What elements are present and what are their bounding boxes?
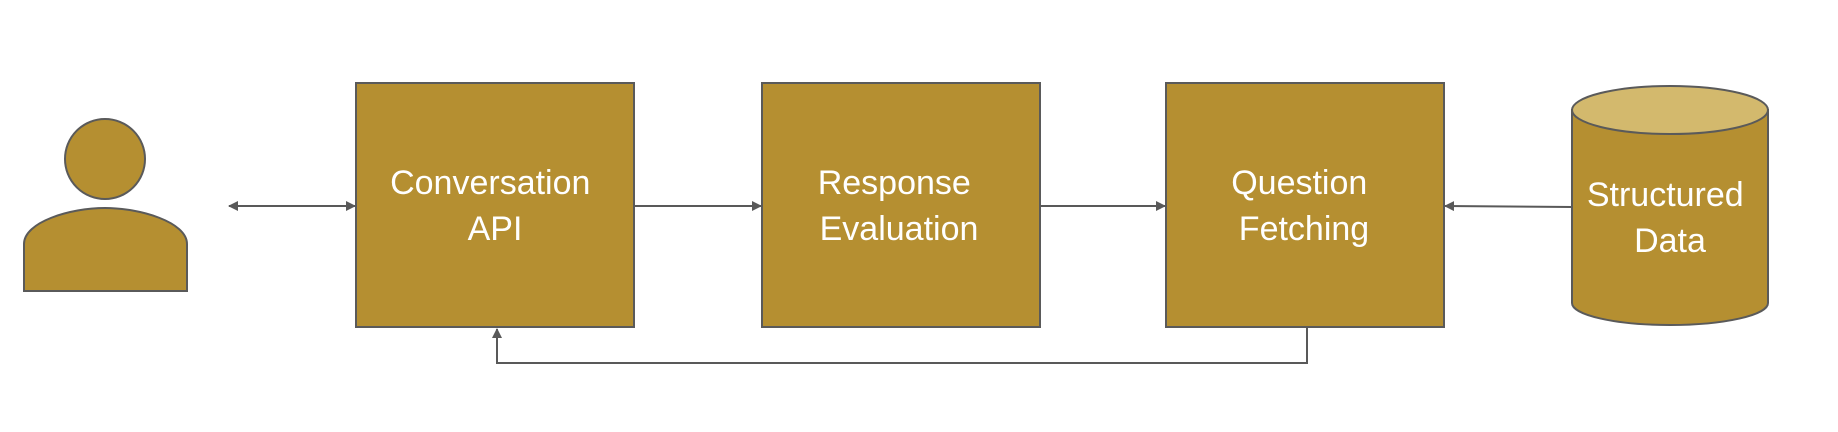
response-evaluation-label-line2: Evaluation	[820, 210, 979, 248]
structured-data-label: Structured Data	[1587, 176, 1753, 260]
conversation-api-label-line2: API	[468, 210, 523, 248]
response-evaluation-rect	[761, 82, 1041, 328]
conversation-api-box: Conversation API	[355, 82, 635, 328]
database-icon: Structured Data	[1571, 85, 1769, 326]
question-fetching-label-line1: Question	[1231, 164, 1367, 202]
response-evaluation-label-line1: Response	[818, 164, 971, 202]
user-icon	[23, 118, 188, 292]
question-fetching-to-conversation-api-arrow	[492, 327, 1308, 364]
user-icon-head	[64, 118, 146, 200]
conversation-api-rect	[355, 82, 635, 328]
conversation-api-label: Conversation API	[390, 164, 600, 248]
structured-data-to-question-fetching-arrow	[1444, 201, 1573, 212]
question-fetching-label-line2: Fetching	[1239, 210, 1369, 248]
question-fetching-rect	[1165, 82, 1445, 328]
database-icon-body	[1571, 109, 1769, 326]
response-evaluation-box: Response Evaluation	[761, 82, 1041, 328]
question-fetching-box: Question Fetching	[1165, 82, 1445, 328]
user-icon-body	[23, 206, 188, 292]
response-evaluation-label: Response Evaluation	[818, 164, 981, 248]
structured-data-label-line1: Structured	[1587, 176, 1744, 214]
database-icon-top	[1571, 85, 1769, 135]
conversation-api-label-line1: Conversation	[390, 164, 590, 202]
question-fetching-label: Question Fetching	[1231, 164, 1377, 248]
structured-data-label-line2: Data	[1634, 222, 1706, 260]
